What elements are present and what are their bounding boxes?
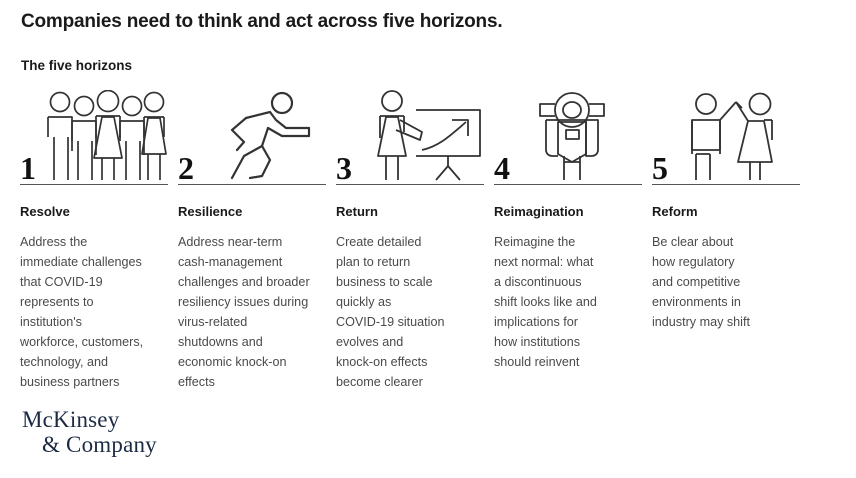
horizon-number-3: 3 [336, 150, 352, 186]
horizon-heading-4: Reimagination [494, 204, 584, 219]
presenter-with-growth-chart-icon [377, 90, 481, 181]
icon-area-1: 1 [20, 86, 168, 186]
horizon-body-5: Be clear about how regulatory and compet… [652, 234, 750, 329]
horizon-column-3: 3 Return Crea [336, 86, 484, 392]
section-subtitle: The five horizons [21, 58, 133, 73]
horizon-body-3: Create detailed plan to return business … [336, 234, 445, 389]
column-rule-5 [652, 184, 800, 185]
column-rule-4 [494, 184, 642, 185]
horizon-number-1: 1 [20, 150, 36, 186]
horizon-number-4: 4 [494, 150, 510, 186]
column-rule-3 [336, 184, 484, 185]
group-of-people-icon [47, 90, 167, 180]
horizon-column-5: 5 Reform [652, 86, 800, 392]
horizon-heading-5: Reform [652, 204, 698, 219]
mckinsey-logo: McKinsey & Company [22, 407, 157, 458]
icon-area-4: 4 [494, 86, 642, 186]
horizon-body-4: Reimagine the next normal: what a discon… [494, 234, 597, 369]
column-rule-2 [178, 184, 326, 185]
logo-line-2: & Company [42, 431, 157, 457]
robot-icon [539, 92, 605, 180]
horizon-heading-3: Return [336, 204, 378, 219]
icon-area-2: 2 [178, 86, 326, 186]
column-rule-1 [20, 184, 168, 185]
running-person-icon [230, 91, 311, 180]
horizon-body-1: Address the immediate challenges that CO… [20, 234, 144, 389]
horizon-number-2: 2 [178, 150, 194, 186]
horizon-column-4: 4 [494, 86, 642, 392]
logo-line-1: McKinsey [22, 407, 120, 432]
icon-area-3: 3 [336, 86, 484, 186]
page-title: Companies need to think and act across f… [21, 11, 503, 32]
horizon-heading-1: Resolve [20, 204, 70, 219]
icon-area-5: 5 [652, 86, 800, 186]
horizon-column-2: 2 Resilience Address near-term cash [178, 86, 326, 392]
horizons-row: 1 [20, 86, 836, 392]
two-people-joined-arms-icon [691, 92, 773, 180]
horizon-column-1: 1 [20, 86, 168, 392]
horizon-body-2: Address near-term cash-management challe… [178, 234, 310, 389]
horizon-heading-2: Resilience [178, 204, 243, 219]
horizon-number-5: 5 [652, 150, 668, 186]
